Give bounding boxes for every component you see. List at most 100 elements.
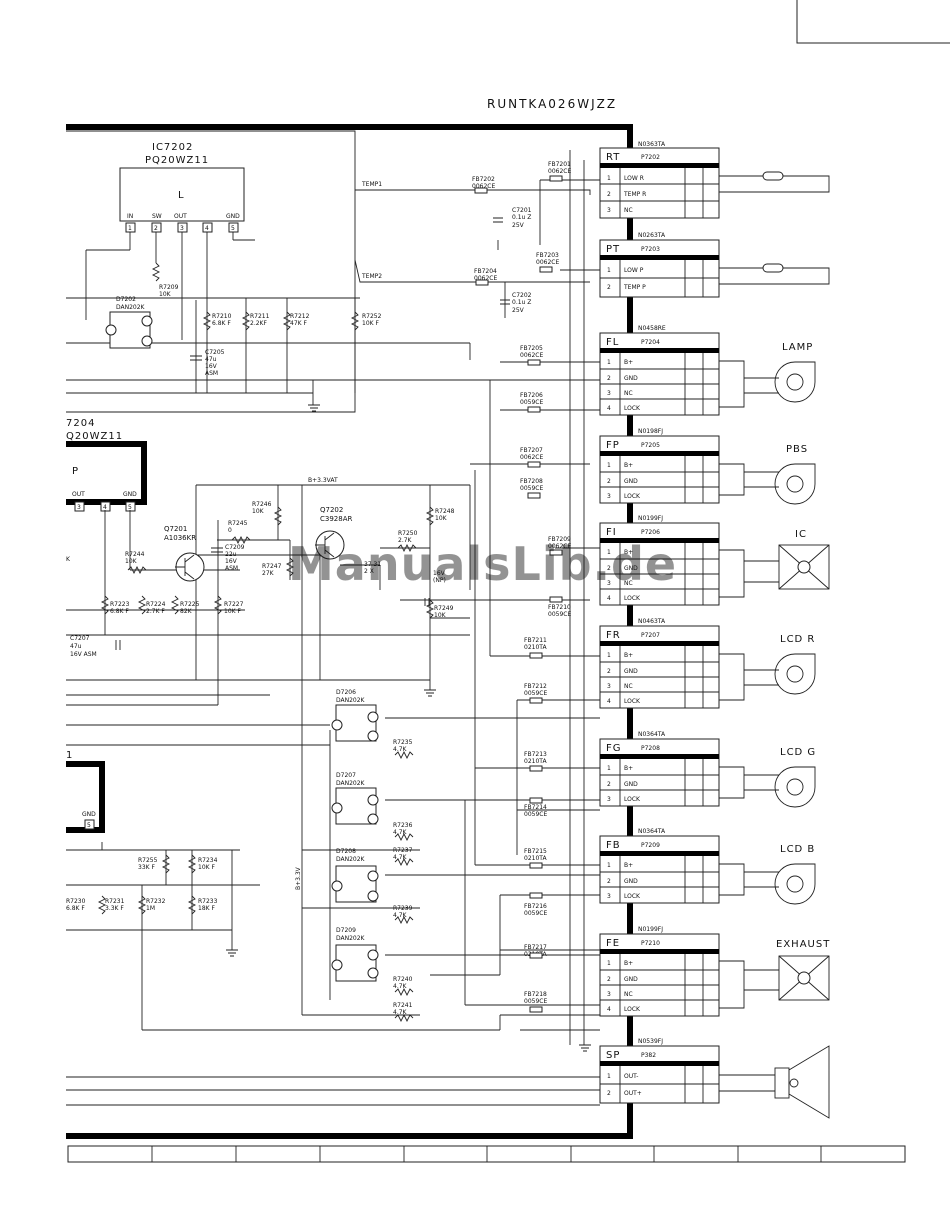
svg-text:DAN202K: DAN202K xyxy=(336,697,366,704)
svg-text:4: 4 xyxy=(607,595,611,602)
ic-lower-frame xyxy=(66,761,105,833)
svg-text:82K: 82K xyxy=(180,608,193,615)
bottom-title-strip xyxy=(67,1145,906,1163)
lcd-g-fan-icon xyxy=(774,766,816,808)
svg-text:K: K xyxy=(66,556,71,563)
svg-text:LAMP: LAMP xyxy=(782,342,813,353)
svg-text:R7237: R7237 xyxy=(393,847,413,854)
svg-text:GND: GND xyxy=(624,375,638,382)
svg-text:47K F: 47K F xyxy=(290,320,307,327)
svg-text:FB7212: FB7212 xyxy=(524,683,547,690)
svg-text:10K F: 10K F xyxy=(198,864,215,871)
svg-text:NC: NC xyxy=(624,683,633,690)
svg-text:10K: 10K xyxy=(435,515,448,522)
svg-text:R7240: R7240 xyxy=(393,976,413,983)
svg-text:ASM: ASM xyxy=(205,370,218,377)
svg-text:6.8K F: 6.8K F xyxy=(110,608,129,615)
svg-text:5: 5 xyxy=(231,225,235,232)
svg-text:0062CE: 0062CE xyxy=(520,454,543,461)
part-number: RUNTKA026WJZZ xyxy=(487,97,617,111)
wiring xyxy=(66,150,600,1106)
svg-text:FB7213: FB7213 xyxy=(524,751,547,758)
svg-text:R7225: R7225 xyxy=(180,601,200,608)
svg-text:NC: NC xyxy=(624,991,633,998)
svg-text:3: 3 xyxy=(77,504,81,511)
svg-text:OUT: OUT xyxy=(72,491,85,498)
svg-text:R7227: R7227 xyxy=(224,601,244,608)
svg-text:R7233: R7233 xyxy=(198,898,218,905)
svg-text:4.7K: 4.7K xyxy=(393,1009,408,1016)
svg-text:0059CE: 0059CE xyxy=(548,611,571,618)
svg-text:2: 2 xyxy=(607,1090,611,1097)
svg-text:R7245: R7245 xyxy=(228,520,248,527)
svg-text:3: 3 xyxy=(180,225,184,232)
svg-text:R7239: R7239 xyxy=(393,905,413,912)
svg-text:2: 2 xyxy=(607,976,611,983)
svg-text:3: 3 xyxy=(607,991,611,998)
svg-text:FL: FL xyxy=(606,337,619,348)
svg-text:2.7K F: 2.7K F xyxy=(146,608,165,615)
svg-text:25V: 25V xyxy=(512,307,525,314)
svg-text:1: 1 xyxy=(607,1073,611,1080)
svg-text:FB7215: FB7215 xyxy=(524,848,547,855)
svg-text:16V ASM: 16V ASM xyxy=(70,651,97,658)
svg-text:1: 1 xyxy=(128,225,132,232)
svg-text:3: 3 xyxy=(607,796,611,803)
svg-text:D7208: D7208 xyxy=(336,848,356,855)
svg-text:FB7202: FB7202 xyxy=(472,176,495,183)
lcd-r-fan-icon xyxy=(774,653,816,695)
svg-text:0210TA: 0210TA xyxy=(524,855,547,862)
exhaust-fan-icon xyxy=(778,955,830,1001)
lcd-b-fan-icon xyxy=(774,863,816,905)
svg-text:C7209: C7209 xyxy=(225,544,245,551)
svg-text:47u: 47u xyxy=(205,356,217,363)
svg-text:FB7205: FB7205 xyxy=(520,345,543,352)
svg-text:18K F: 18K F xyxy=(198,905,215,912)
svg-text:0.1u Z: 0.1u Z xyxy=(512,299,531,306)
svg-text:1: 1 xyxy=(607,359,611,366)
svg-text:6.8K F: 6.8K F xyxy=(212,320,231,327)
ic7204-part: Q20WZ11 xyxy=(66,431,123,442)
svg-text:10K: 10K xyxy=(434,612,447,619)
svg-text:0062CE: 0062CE xyxy=(520,352,543,359)
svg-text:2.2KF: 2.2KF xyxy=(250,320,267,327)
svg-text:LOW P: LOW P xyxy=(624,267,644,274)
svg-text:PBS: PBS xyxy=(786,444,808,455)
ic7204: 7204 Q20WZ11 P OUT GND 3 4 5 xyxy=(66,418,137,512)
svg-text:DAN202K: DAN202K xyxy=(336,856,366,863)
svg-text:R7235: R7235 xyxy=(393,739,413,746)
svg-text:N0363TA: N0363TA xyxy=(638,141,666,148)
svg-text:10K F: 10K F xyxy=(224,608,241,615)
svg-text:0059CE: 0059CE xyxy=(524,690,547,697)
svg-text:0059CE: 0059CE xyxy=(520,399,543,406)
svg-text:B+: B+ xyxy=(624,549,633,556)
svg-text:10K: 10K xyxy=(159,291,172,298)
svg-text:R7252: R7252 xyxy=(362,313,382,320)
svg-text:1: 1 xyxy=(607,175,611,182)
